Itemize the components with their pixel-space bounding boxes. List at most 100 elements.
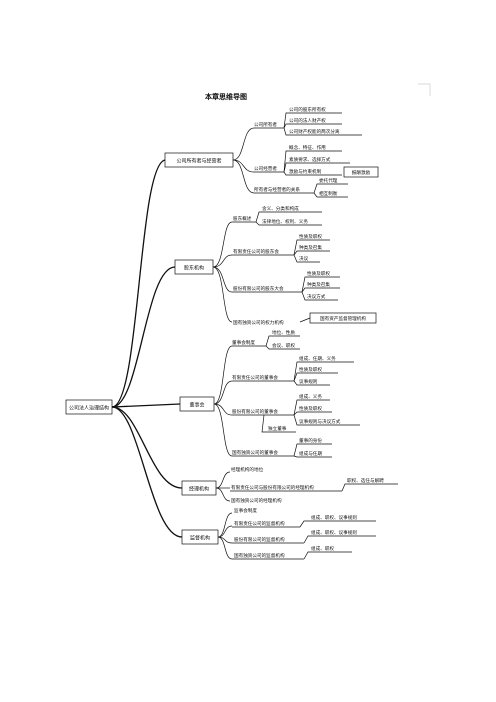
edge bbox=[217, 536, 233, 560]
branch-supervisor: 监督机构 bbox=[190, 535, 210, 542]
edge bbox=[212, 266, 233, 323]
edge bbox=[232, 127, 255, 161]
page-title: 本章思维导图 bbox=[204, 92, 247, 101]
group: 股份有限公司的董事会 bbox=[232, 408, 278, 415]
edge bbox=[313, 183, 348, 194]
edge bbox=[293, 455, 332, 458]
edge bbox=[293, 250, 330, 256]
reward-box bbox=[343, 166, 379, 178]
group: 国有独资公司的权力机构 bbox=[233, 319, 284, 326]
edge bbox=[265, 345, 300, 350]
item: 法律地位、权利、义务 bbox=[262, 218, 308, 225]
edge bbox=[213, 403, 233, 457]
item: 董事的身份 bbox=[299, 437, 322, 444]
item: 性质及职权 bbox=[299, 405, 322, 412]
item: 含义、分类和构成 bbox=[262, 205, 299, 212]
item: 会议、职权 bbox=[272, 342, 295, 349]
sasac-box bbox=[309, 312, 377, 324]
edge bbox=[283, 150, 342, 173]
item: 组成、职权 bbox=[311, 545, 334, 552]
edge bbox=[293, 361, 354, 382]
edge-root-b2 bbox=[111, 403, 181, 408]
item: 激励与约束机制 bbox=[289, 168, 322, 175]
item: 组成、义务 bbox=[299, 393, 322, 400]
branch-board: 董事会 bbox=[189, 402, 204, 409]
group: 国有独资公司的监督机构 bbox=[234, 552, 285, 559]
edge bbox=[293, 380, 330, 386]
edge-root-b4 bbox=[111, 406, 183, 538]
branch-manager: 经理机构 bbox=[189, 486, 209, 493]
item: 性质及职权 bbox=[299, 233, 322, 240]
group: 国有独资公司的董事会 bbox=[232, 449, 278, 456]
group: 有限责任公司的监督机构 bbox=[234, 520, 285, 527]
branch-shareholder: 股东机构 bbox=[184, 265, 204, 272]
item: 报酬激励 bbox=[352, 169, 371, 176]
group: 有限责任公司与股份有限公司的经理机构 bbox=[231, 484, 314, 491]
edge bbox=[341, 483, 398, 492]
item: 种类及召集 bbox=[307, 281, 330, 288]
edge-root-b1 bbox=[111, 266, 176, 408]
item: 议事规则 bbox=[299, 378, 318, 385]
edge bbox=[283, 171, 342, 176]
item: 公司的法人财产权 bbox=[289, 117, 326, 124]
edge bbox=[299, 520, 376, 528]
edge bbox=[212, 254, 233, 268]
item: 地位、性质 bbox=[272, 329, 295, 336]
edge bbox=[293, 399, 330, 416]
edge bbox=[283, 123, 342, 129]
group-owner: 公司所有者 bbox=[254, 121, 277, 128]
group: 股东概述 bbox=[233, 215, 252, 222]
group-manager: 公司经营者 bbox=[254, 165, 277, 172]
edge bbox=[255, 211, 322, 223]
edge bbox=[283, 112, 342, 129]
group: 监事会制度 bbox=[234, 507, 257, 514]
edge bbox=[232, 159, 255, 173]
group-relation: 所有者与经营者的关系 bbox=[254, 186, 300, 193]
edge bbox=[301, 276, 340, 293]
edge bbox=[301, 291, 338, 301]
item: 性质及职权 bbox=[307, 270, 330, 277]
edge bbox=[217, 512, 233, 538]
edge bbox=[265, 335, 300, 347]
edge bbox=[303, 535, 376, 544]
edge-root-b0 bbox=[111, 159, 166, 408]
corner-mark bbox=[418, 83, 431, 96]
item: 性质及职权 bbox=[299, 366, 322, 373]
edge bbox=[293, 254, 320, 263]
edge bbox=[283, 162, 350, 173]
edge bbox=[215, 471, 231, 489]
group: 股份有限公司的股东大会 bbox=[233, 285, 284, 292]
item: 决议 bbox=[299, 255, 309, 262]
edge bbox=[255, 221, 322, 226]
item: 素质要求、选择方式 bbox=[289, 156, 331, 163]
item: 组成与任期 bbox=[299, 450, 322, 457]
edge bbox=[213, 403, 233, 416]
edge bbox=[212, 221, 233, 268]
edge bbox=[293, 414, 360, 426]
edge bbox=[217, 525, 233, 538]
item: 概念、特征、作用 bbox=[289, 144, 326, 151]
edge bbox=[303, 551, 352, 560]
item: 国有资产监督管理机构 bbox=[320, 315, 366, 322]
group: 董事会制度 bbox=[232, 339, 255, 346]
edge bbox=[299, 317, 311, 323]
edge bbox=[283, 127, 362, 136]
item: 议事规则与决议方式 bbox=[299, 418, 341, 425]
item: 职权、选任与解聘 bbox=[347, 477, 384, 484]
item: 公司的股东所有权 bbox=[289, 106, 326, 113]
item: 独立董事 bbox=[268, 425, 287, 432]
edge bbox=[293, 239, 330, 256]
group: 有限责任公司的董事会 bbox=[232, 374, 278, 381]
item: 组成、职权、议事规则 bbox=[311, 529, 357, 536]
edge bbox=[301, 287, 340, 293]
item: 公司财产权能的两次分离 bbox=[289, 128, 340, 135]
branch-owner: 公司所有者与经营者 bbox=[176, 158, 221, 165]
group: 有限责任公司的股东会 bbox=[233, 248, 279, 255]
item: 组成、职权、议事规则 bbox=[311, 514, 357, 521]
group: 股份有限公司的监督机构 bbox=[234, 536, 285, 543]
item: 委托代理 bbox=[319, 177, 338, 184]
item: 组成、任期、义务 bbox=[299, 355, 336, 362]
item: 相互制衡 bbox=[319, 190, 338, 197]
edge bbox=[313, 192, 348, 198]
